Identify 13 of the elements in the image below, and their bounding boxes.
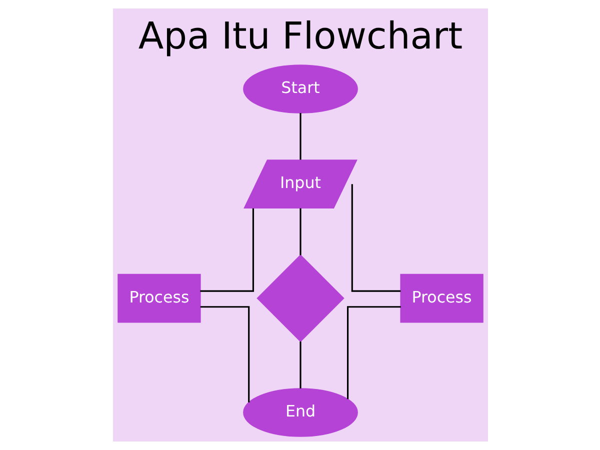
node-box: Process [400,274,483,323]
connector [299,113,301,160]
connector [299,341,301,388]
connector [346,306,400,400]
connector [200,208,254,292]
connector [200,306,250,402]
connector [299,208,301,256]
node-box: Process [117,274,200,323]
diagram-title: Apa Itu Flowchart [138,14,462,58]
node-ellipse: Start [242,64,358,114]
node-diamond [256,254,344,342]
node-ellipse: End [242,388,358,437]
connector [350,184,400,292]
